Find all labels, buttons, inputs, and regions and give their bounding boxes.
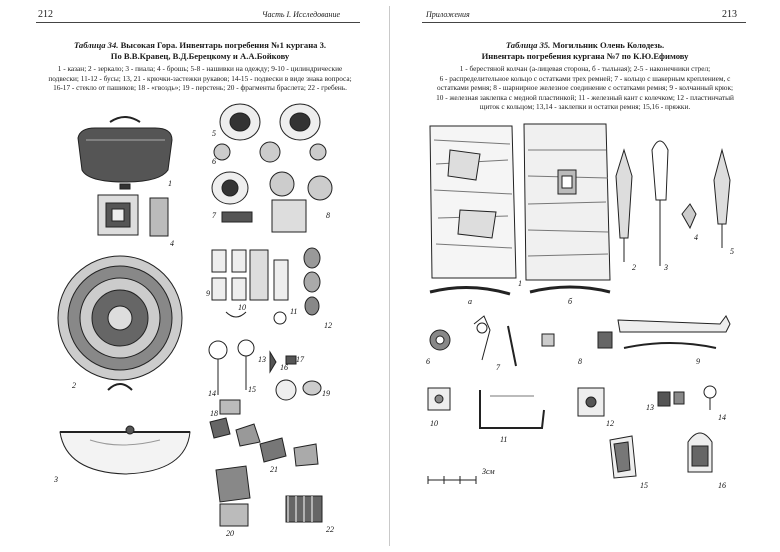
scale-bar-label: 3см bbox=[481, 467, 495, 476]
legend-line: подвески; 11-12 - бусы; 13, 21 - крючки-… bbox=[48, 73, 352, 83]
figure-label: 11 bbox=[500, 435, 507, 444]
legend-line: 16-17 - стекло от пашиков; 18 - «гвоздь»… bbox=[53, 83, 347, 93]
figure-label: 20 bbox=[226, 529, 234, 538]
artifact-plate: 1 2 3 4 5 6 7 8 9 10 11 12 13 14 15 16 1 bbox=[50, 100, 370, 540]
page-number: 213 bbox=[722, 9, 737, 20]
figure-label: 4 bbox=[694, 233, 698, 242]
figure-label: 17 bbox=[296, 355, 305, 364]
figure-label: 13 bbox=[646, 403, 654, 412]
caption-title-line1: Могильник Олень Колодезь. bbox=[552, 40, 665, 50]
scale-bar-drawing bbox=[427, 476, 477, 484]
figure-label: 2 bbox=[72, 381, 76, 390]
figure-label: 14 bbox=[718, 413, 726, 422]
caption-title-line1: Высокая Гора. Инвентарь погребения №1 ку… bbox=[120, 40, 327, 50]
figure-label: 13 bbox=[258, 355, 266, 364]
hook-drawings bbox=[208, 339, 322, 415]
figure-label: 4 bbox=[170, 239, 174, 248]
figure-label: 16 bbox=[718, 481, 726, 490]
figure-label: 7 bbox=[496, 363, 501, 372]
caption-title-line2: По В.В.Кравец, В.Д.Берецкому и А.А.Бойко… bbox=[110, 51, 290, 61]
figure-label: 1 bbox=[168, 179, 172, 188]
figure-label: б bbox=[568, 297, 573, 306]
figure-label: 19 bbox=[322, 389, 330, 398]
figure-label: 12 bbox=[606, 419, 614, 428]
figure-label: 8 bbox=[578, 357, 582, 366]
quiver-front-drawing bbox=[429, 125, 517, 296]
figure-label: 7 bbox=[212, 211, 217, 220]
artifact-plate: а б 1 2 3 4 5 6 7 8 9 10 11 12 13 14 15 bbox=[420, 120, 750, 500]
figure-label: 11 bbox=[290, 307, 297, 316]
figure-label: 5 bbox=[730, 247, 734, 256]
legend-line: 1 - берестяной колчан (а-лицевая сторона… bbox=[459, 64, 711, 73]
header-rule bbox=[36, 22, 360, 23]
legend-line: щиток с кольцом; 13,14 - заклепки и оста… bbox=[479, 102, 691, 112]
figure-label: 18 bbox=[210, 409, 218, 418]
pendant-drawings bbox=[211, 247, 321, 325]
fitting-drawings bbox=[429, 315, 731, 367]
figure-label: 6 bbox=[426, 357, 430, 366]
figure-label: 22 bbox=[326, 525, 334, 534]
figure-label: 12 bbox=[324, 321, 332, 330]
figure-label: 15 bbox=[248, 385, 256, 394]
legend-line: 6 - распределительное кольцо с остатками… bbox=[439, 73, 731, 83]
table-caption-title: Таблица 35. Могильник Олень Колодезь. Ин… bbox=[420, 40, 750, 62]
figure-label: 21 bbox=[270, 465, 278, 474]
bowl-drawing bbox=[59, 425, 191, 475]
figure-label: 16 bbox=[280, 363, 288, 372]
page-number: 212 bbox=[38, 9, 53, 20]
figure-label: 2 bbox=[632, 263, 636, 272]
figure-label: 14 bbox=[208, 389, 216, 398]
ornament-drawings bbox=[211, 103, 333, 233]
running-head: Часть I. Исследование bbox=[262, 10, 341, 19]
arrowhead-drawings bbox=[615, 140, 731, 266]
figure-label: 5 bbox=[212, 129, 216, 138]
legend-line: 10 - железная заклепка с медной пластинк… bbox=[436, 92, 734, 102]
legend-line: остатками ремня; 8 - шарнирное железное … bbox=[436, 83, 734, 93]
cauldron-drawing bbox=[77, 116, 173, 190]
figure-label: 9 bbox=[206, 289, 210, 298]
figure-label: 9 bbox=[696, 357, 700, 366]
book-gutter bbox=[389, 6, 390, 546]
header-rule bbox=[422, 22, 746, 23]
figure-label: 10 bbox=[238, 303, 246, 312]
figure-label: 15 bbox=[640, 481, 648, 490]
mirror-drawing bbox=[57, 255, 183, 391]
brooch-drawing bbox=[97, 194, 169, 237]
figure-label: 6 bbox=[212, 157, 216, 166]
artifact-drawings: а б 1 2 3 4 5 6 7 8 9 10 11 12 13 14 15 bbox=[426, 123, 734, 490]
legend-line: 1 - казан; 2 - зеркало; 3 - пиала; 4 - б… bbox=[57, 64, 343, 73]
table-label: Таблица 35. bbox=[505, 40, 551, 50]
table-caption-legend: 1 - казан; 2 - зеркало; 3 - пиала; 4 - б… bbox=[30, 64, 370, 93]
figure-label: 8 bbox=[326, 211, 330, 220]
figure-label: 1 bbox=[518, 279, 522, 288]
table-caption-legend: 1 - берестяной колчан (а-лицевая сторона… bbox=[408, 64, 762, 112]
table-label: Таблица 34. bbox=[73, 40, 119, 50]
caption-title-line2: Инвентарь погребения кургана №7 по К.Ю.Е… bbox=[481, 51, 689, 61]
figure-label: а bbox=[468, 297, 472, 306]
figure-label: 3 bbox=[663, 263, 668, 272]
quiver-back-drawing bbox=[523, 123, 611, 294]
fragment-drawings bbox=[209, 417, 323, 527]
right-page: Приложения 213 Таблица 35. Могильник Оле… bbox=[390, 0, 780, 552]
rivet-drawings bbox=[427, 385, 717, 429]
artifact-drawings: 1 2 3 4 5 6 7 8 9 10 11 12 13 14 15 16 1 bbox=[53, 103, 334, 538]
buckle-drawings bbox=[609, 432, 713, 479]
figure-label: 3 bbox=[53, 475, 58, 484]
table-caption-title: Таблица 34. Высокая Гора. Инвентарь погр… bbox=[40, 40, 360, 62]
left-page: 212 Часть I. Исследование Таблица 34. Вы… bbox=[30, 9, 370, 540]
figure-label: 10 bbox=[430, 419, 438, 428]
running-head: Приложения bbox=[426, 10, 470, 19]
